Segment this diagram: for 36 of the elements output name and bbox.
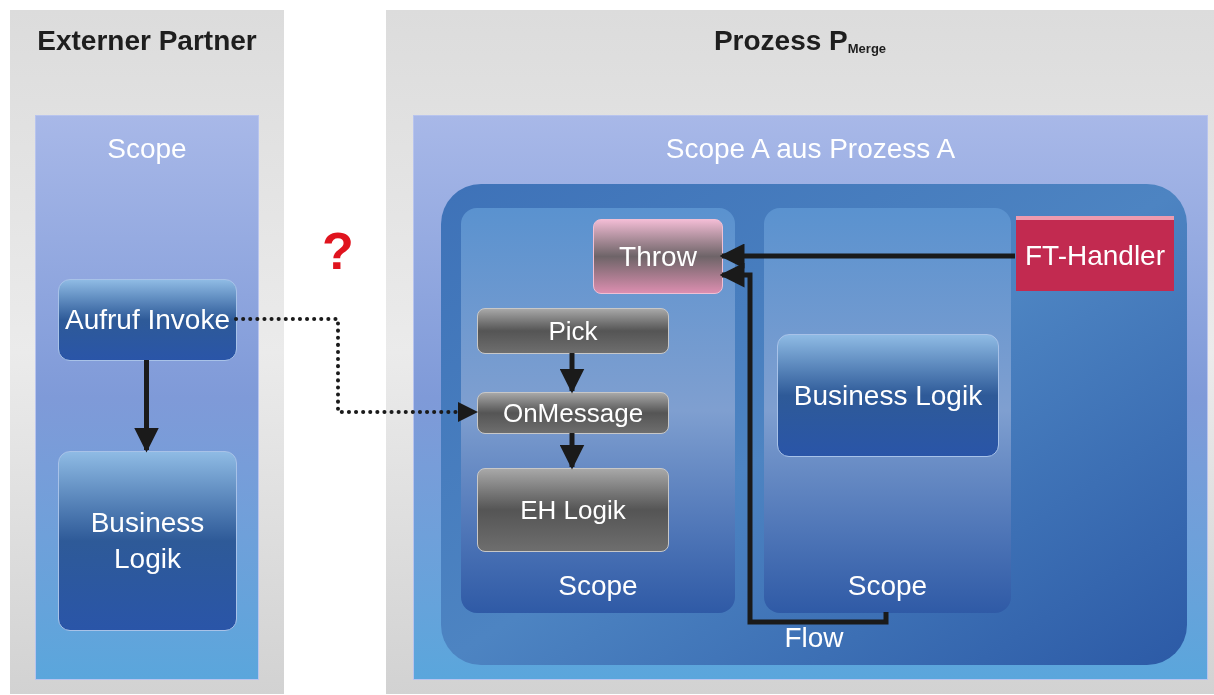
handler-box [1016,216,1174,291]
container-label: Scope [107,132,187,166]
scope-container [461,208,735,613]
arrow [719,262,889,625]
activity-box [477,468,669,552]
node-label: Aufruf Invoke [65,303,230,337]
container-label: Scope A aus Prozess A [665,132,956,166]
lane-title: Externer Partner [37,24,257,58]
scope-container [35,115,259,680]
activity-box [777,334,999,457]
node-label: Business Logik [793,378,983,413]
container-label: Scope [847,569,928,603]
node-label: FT-Handler [1024,238,1165,273]
pool-lane [10,10,284,694]
activity-box [58,451,237,631]
activity-box [477,308,669,354]
arrow [559,433,585,470]
node-label: EH Logik [520,493,626,527]
activity-box [593,219,723,294]
flow-container [441,184,1187,665]
node-label: Pick [548,314,598,348]
lane-title: Prozess P$_{Merge}$ [713,24,887,59]
node-label: OnMessage [502,396,644,430]
node-label: Business Logik [89,506,206,576]
scope-container [413,115,1208,680]
activity-box [477,392,669,434]
pool-lane [386,10,1214,694]
container-label: Flow [784,621,844,655]
question-mark: ? [322,221,354,282]
arrow [559,353,585,394]
arrow [134,360,159,453]
scope-container [764,208,1011,613]
container-label: Scope [558,569,638,603]
node-label: Throw [619,239,697,274]
dotted-arrow [234,317,478,422]
activity-box [58,279,237,361]
